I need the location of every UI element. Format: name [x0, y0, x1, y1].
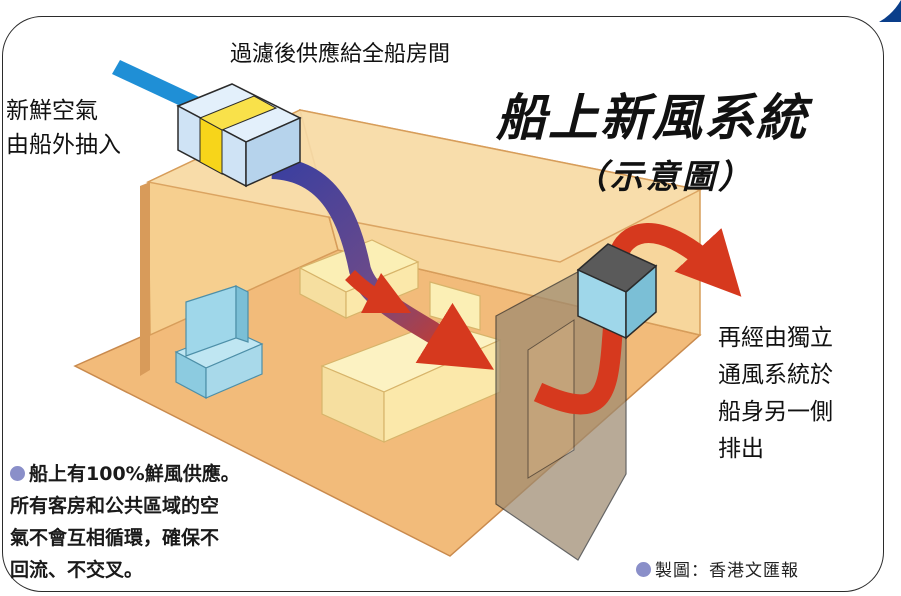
filter-box-icon [176, 83, 302, 188]
bullet-dot-icon [636, 562, 651, 577]
credit-line: 製圖：香港文匯報 [636, 556, 799, 581]
exhaust-caption-line: 再經由獨立 [718, 325, 833, 351]
info-note-line: 所有客房和公共區域的空 [10, 495, 220, 517]
intake-caption-line: 新鮮空氣 [6, 98, 98, 124]
diagram-title: 船上新風系統 [496, 89, 808, 147]
exhaust-caption-line: 通風系統於 [718, 362, 833, 388]
diagram-subtitle: （示意圖） [574, 157, 754, 196]
credit-text: 製圖：香港文匯報 [655, 561, 799, 581]
filter-caption: 過濾後供應給全船房間 [230, 42, 451, 67]
info-note-line: 船上有100%鮮風供應。 [10, 458, 240, 490]
exhaust-caption-line: 船身另一側 [718, 399, 833, 425]
supply-airflow [271, 157, 494, 370]
exhaust-caption-line: 排出 [718, 436, 764, 462]
corner-mark-icon [879, 0, 901, 22]
info-note: 船上有100%鮮風供應。 所有客房和公共區域的空 氣不會互相循環，確保不 回流、… [10, 458, 240, 586]
info-note-text: 船上有100%鮮風供應。 [29, 463, 240, 485]
exhaust-box-icon [576, 243, 658, 340]
intake-caption-line: 由船外抽入 [6, 132, 121, 158]
bullet-dot-icon [10, 466, 25, 481]
info-note-line: 回流、不交叉。 [10, 559, 144, 581]
fresh-air-duct [112, 60, 210, 116]
tv-icon [174, 285, 264, 399]
info-note-line: 氣不會互相循環，確保不 [10, 527, 220, 549]
room-corner-post [140, 182, 150, 376]
exhaust-caption: 再經由獨立 通風系統於 船身另一側 排出 [718, 320, 833, 468]
intake-caption: 新鮮空氣 由船外抽入 [6, 94, 121, 162]
supply-airflow-branch [345, 269, 412, 314]
